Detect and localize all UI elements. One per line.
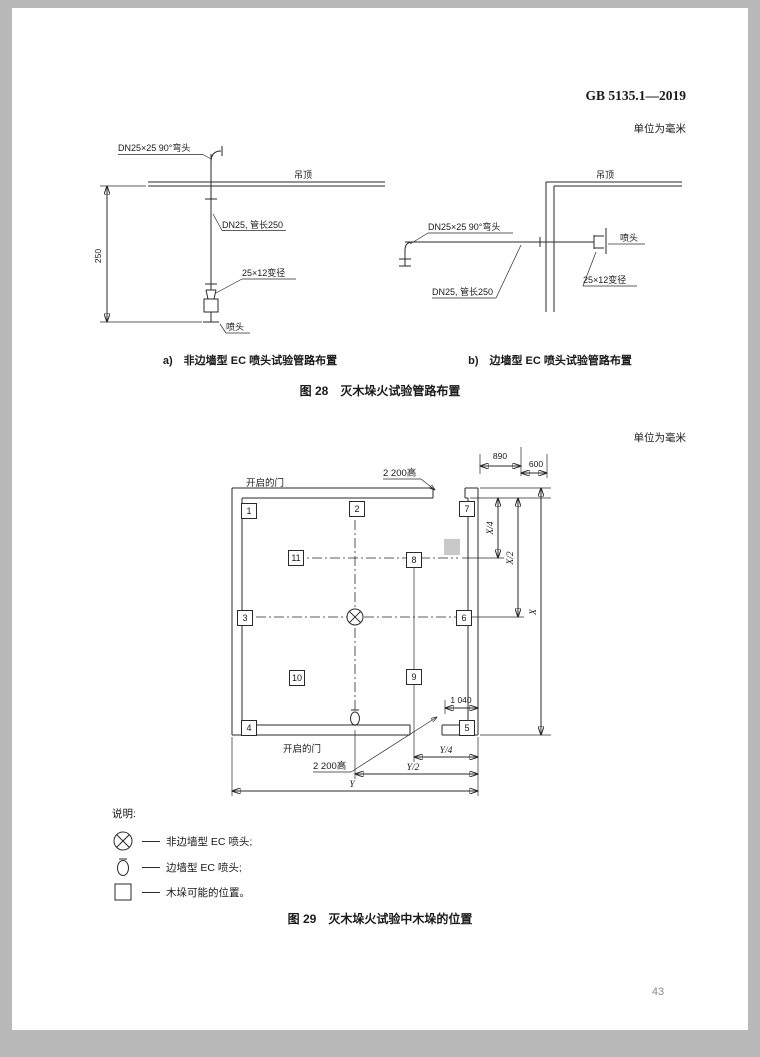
legend-dash <box>142 866 160 868</box>
unit-note-middle: 单位为毫米 <box>633 432 687 444</box>
sidewall-sprinkler-icon <box>117 858 129 876</box>
pile-position-boxes: 1 2 7 11 8 3 6 10 9 4 5 <box>237 501 475 736</box>
ceiling-label: 吊顶 <box>294 170 312 180</box>
pipe-label: DN25, 管长250 <box>222 219 283 230</box>
svg-text:4: 4 <box>246 723 251 733</box>
legend-item-woodpile: 木垛可能的位置。 <box>110 879 250 905</box>
room-walls <box>231 487 479 736</box>
elbow-label: DN25×25 90°弯头 <box>118 142 190 153</box>
pile-position-box: 3 <box>237 610 253 626</box>
dim-x2: X/2 <box>506 551 516 565</box>
svg-text:3: 3 <box>242 613 247 623</box>
dim-y4: Y/4 <box>440 746 453 756</box>
svg-text:11: 11 <box>291 553 300 563</box>
fig28-piping-diagram: DN25×25 90°弯头 吊顶 DN25, 管长250 25×12变径 喷头 <box>93 142 682 334</box>
reducer-label: 25×12变径 <box>583 274 626 285</box>
unit-note-top: 单位为毫米 <box>633 123 687 135</box>
shaded-region <box>444 539 460 555</box>
nonsidewall-sprinkler-symbol <box>346 608 364 626</box>
dim-y: Y <box>349 780 356 790</box>
legend-label: 非边墙型 EC 喷头; <box>166 835 253 848</box>
svg-text:1: 1 <box>246 506 251 516</box>
legend-dash <box>142 840 160 842</box>
pile-position-box: 4 <box>241 720 257 736</box>
fig28-caption-b: b) 边墙型 EC 喷头试验管路布置 <box>468 355 632 367</box>
dim-x4: X/4 <box>486 521 496 535</box>
reducer-fitting <box>205 289 217 300</box>
legend-label: 木垛可能的位置。 <box>166 886 250 899</box>
sprinkler-label: 喷头 <box>226 322 244 332</box>
page-number: 43 <box>651 986 665 998</box>
pile-position-box: 6 <box>456 610 472 626</box>
svg-text:10: 10 <box>292 673 302 683</box>
dim-600: 600 <box>529 459 543 469</box>
sidewall-sprinkler-symbol <box>350 709 360 726</box>
fig29-title: 图 29 灭木垛火试验中木垛的位置 <box>287 912 473 926</box>
height-bottom-label: 2 200高 <box>313 760 346 772</box>
legend-dash <box>142 891 160 893</box>
paper-sheet <box>12 8 748 1030</box>
dim-250: 250 <box>93 249 103 263</box>
dim-890: 890 <box>493 451 507 461</box>
svg-text:8: 8 <box>411 555 416 565</box>
pendent-sprinkler-symbol <box>203 298 219 323</box>
svg-text:2: 2 <box>354 504 359 514</box>
sidewall-sprinkler-symbol <box>593 228 607 254</box>
fig28-title: 图 28 灭木垛火试验管路布置 <box>299 384 461 398</box>
pile-position-box: 5 <box>459 720 475 736</box>
fig28-caption-a: a) 非边墙型 EC 喷头试验管路布置 <box>162 355 338 367</box>
fig28b-sidewall: 吊顶 DN25×25 90°弯头 喷头 25×12变径 DN25, 管长250 <box>399 170 682 312</box>
dim-1040: 1 040 <box>450 695 472 705</box>
pile-position-box: 10 <box>289 670 305 686</box>
svg-text:5: 5 <box>464 723 469 733</box>
height-top-label: 2 200高 <box>383 467 416 479</box>
door-bottom-label: 开启的门 <box>283 743 321 755</box>
nonsidewall-sprinkler-icon <box>113 831 133 851</box>
legend-heading: 说明: <box>112 808 136 820</box>
pile-position-box: 9 <box>406 669 422 685</box>
svg-text:7: 7 <box>464 504 469 514</box>
door-top-label: 开启的门 <box>246 477 284 489</box>
pipe-label: DN25, 管长250 <box>432 286 493 297</box>
wood-pile-position-icon <box>114 883 132 901</box>
doc-number: GB 5135.1—2019 <box>585 88 686 103</box>
fig29-room-plan: 1 2 7 11 8 3 6 10 9 4 5 开启的门 2 200高 890 … <box>231 447 551 796</box>
ceiling-label: 吊顶 <box>596 170 614 180</box>
dim-y2: Y/2 <box>407 763 420 773</box>
elbow-label: DN25×25 90°弯头 <box>428 221 500 232</box>
pile-position-box: 1 <box>241 503 257 519</box>
pile-position-box: 7 <box>459 501 475 517</box>
legend-item-sidewall: 边墙型 EC 喷头; <box>110 854 242 880</box>
pile-position-box: 11 <box>288 550 304 566</box>
fig28a-nonsidewall: DN25×25 90°弯头 吊顶 DN25, 管长250 25×12变径 喷头 <box>93 142 385 334</box>
pile-position-box: 2 <box>349 501 365 517</box>
svg-text:6: 6 <box>461 613 466 623</box>
pile-position-box: 8 <box>406 552 422 568</box>
reducer-label: 25×12变径 <box>242 267 285 278</box>
dim-x: X <box>529 608 539 616</box>
sprinkler-label: 喷头 <box>620 233 638 243</box>
svg-text:9: 9 <box>411 672 416 682</box>
elbow-fitting <box>404 241 414 251</box>
elbow-fitting <box>210 150 222 163</box>
legend-label: 边墙型 EC 喷头; <box>166 861 242 874</box>
legend-item-nonsidewall: 非边墙型 EC 喷头; <box>110 828 252 854</box>
